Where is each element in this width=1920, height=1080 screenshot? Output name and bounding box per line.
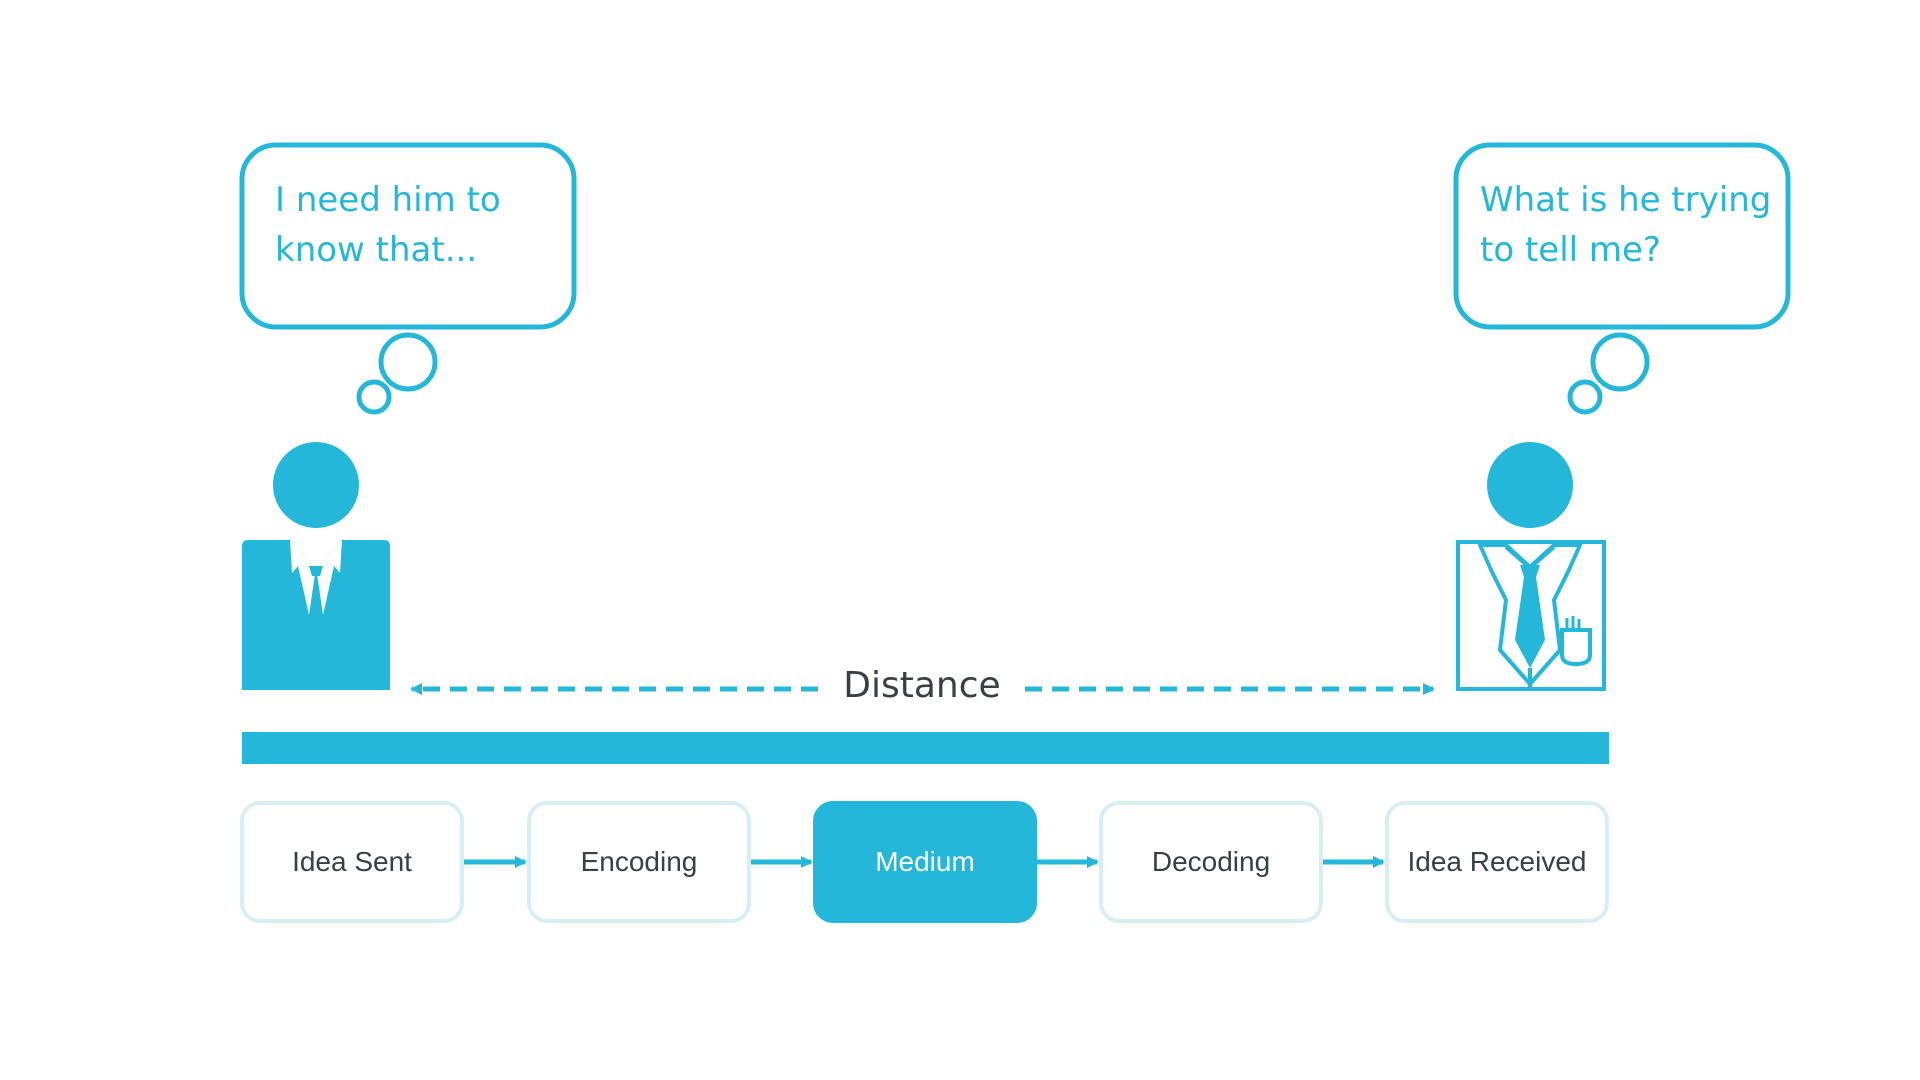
sender-thought-bubble: I need him to know that...	[239, 142, 577, 415]
step-encoding: Encoding	[527, 801, 751, 923]
sender-thought-line-2: know that...	[275, 230, 477, 270]
step-decoding: Decoding	[1099, 801, 1323, 923]
step-label: Idea Sent	[292, 846, 412, 877]
receiver-thought-line-1: What is he trying	[1480, 180, 1771, 220]
step-label: Idea Received	[1407, 846, 1586, 877]
step-idea-sent: Idea Sent	[240, 801, 464, 923]
ground-bar	[242, 732, 1609, 764]
businessman-icon	[242, 442, 390, 690]
step-label: Decoding	[1152, 846, 1270, 877]
receiver-thought-bubble: What is he trying to tell me?	[1453, 142, 1791, 415]
distance-indicator: Distance	[410, 665, 1435, 706]
receiver-thought-line-2: to tell me?	[1480, 230, 1661, 270]
step-idea-received: Idea Received	[1385, 801, 1609, 923]
step-medium: Medium	[813, 801, 1037, 923]
distance-label: Distance	[843, 665, 1000, 706]
step-label: Medium	[875, 846, 975, 877]
sender-thought-line-1: I need him to	[275, 180, 501, 220]
step-label: Encoding	[581, 846, 698, 877]
process-steps: Idea Sent Encoding Medium Decoding Idea …	[240, 801, 1609, 923]
doctor-icon	[1456, 442, 1606, 691]
